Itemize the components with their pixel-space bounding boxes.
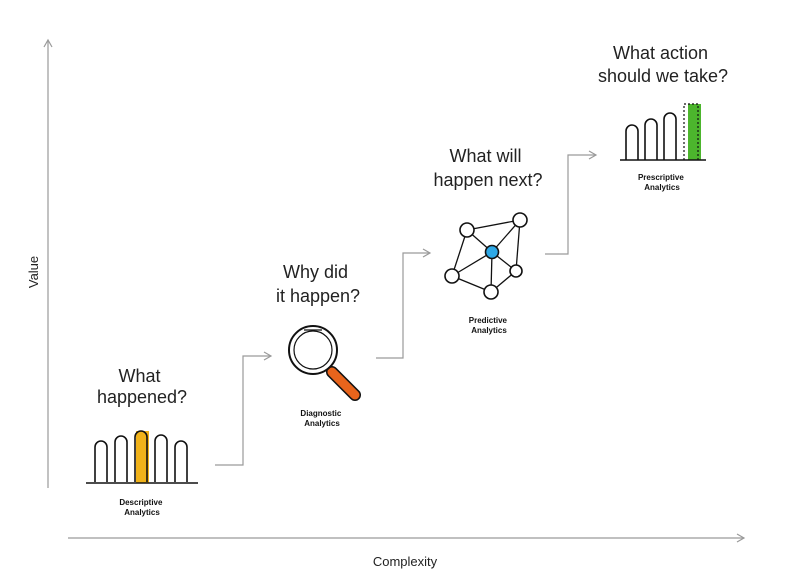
- network-node: [512, 212, 528, 228]
- stage-label: Descriptive Analytics: [119, 498, 164, 517]
- label-line: Analytics: [304, 419, 340, 428]
- question-line: should we take?: [598, 66, 728, 86]
- y-axis-label: Value: [26, 256, 41, 288]
- stage-question: What will happen next?: [433, 146, 542, 190]
- question-line: Why did: [283, 262, 348, 282]
- network-node: [444, 268, 460, 284]
- network-center-node: [484, 244, 500, 260]
- label-line: Analytics: [471, 326, 507, 335]
- bar-chart-icon: [620, 103, 706, 161]
- stage-predictive: What will happen next?: [433, 146, 542, 335]
- question-line: What: [118, 366, 160, 386]
- stage-question: What happened?: [97, 366, 187, 407]
- connector-arrow: [376, 248, 432, 359]
- question-line: it happen?: [276, 286, 360, 306]
- connector-arrow: [215, 351, 273, 466]
- connector-arrow: [545, 150, 598, 255]
- stage-diagnostic: Why did it happen? Diagnostic Analytics: [276, 262, 361, 428]
- label-line: Predictive: [469, 316, 508, 325]
- question-line: What will: [449, 146, 521, 166]
- stage-label: Prescriptive Analytics: [638, 173, 686, 192]
- label-line: Descriptive: [119, 498, 163, 507]
- highlight-bar: [136, 431, 149, 483]
- network-node: [483, 284, 499, 300]
- question-line: happen next?: [433, 170, 542, 190]
- network-node: [459, 222, 475, 238]
- stage-label: Diagnostic Analytics: [300, 409, 343, 428]
- label-line: Analytics: [124, 508, 160, 517]
- label-line: Analytics: [644, 183, 680, 192]
- question-line: What action: [613, 43, 708, 63]
- stage-prescriptive: What action should we take? Prescriptive…: [598, 43, 728, 192]
- network-node: [509, 264, 523, 278]
- label-line: Prescriptive: [638, 173, 684, 182]
- stage-descriptive: What happened? Descriptive Analytics: [86, 366, 198, 517]
- forecast-bar-outline: [683, 103, 699, 160]
- stage-question: Why did it happen?: [276, 262, 360, 306]
- question-line: happened?: [97, 387, 187, 407]
- x-axis-label: Complexity: [373, 554, 438, 569]
- stage-label: Predictive Analytics: [469, 316, 509, 335]
- network-icon: [444, 212, 528, 300]
- bar-chart-icon: [86, 430, 198, 484]
- label-line: Diagnostic: [300, 409, 341, 418]
- glass-lens: [288, 325, 338, 375]
- highlight-bar: [688, 104, 701, 160]
- magnifying-glass-icon: [288, 325, 361, 401]
- stage-question: What action should we take?: [598, 43, 728, 86]
